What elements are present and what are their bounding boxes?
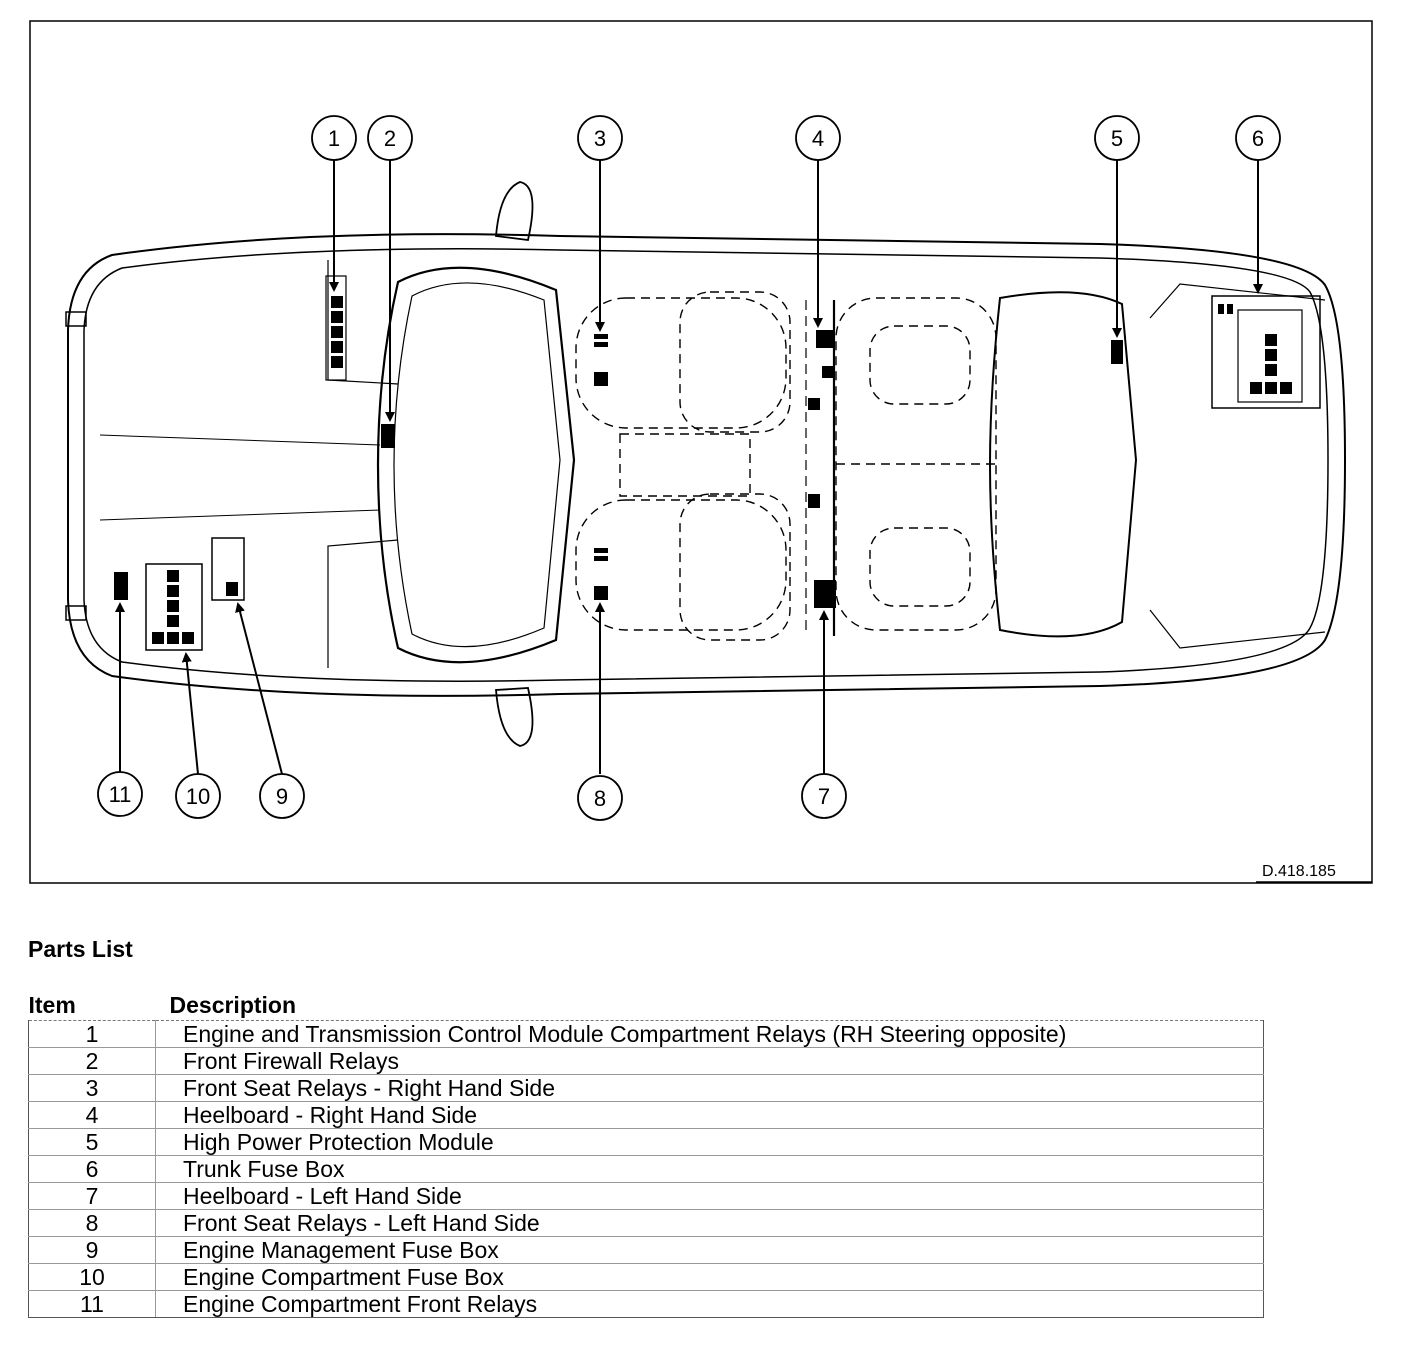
callout-4-circle: [795, 115, 841, 161]
callout-1-circle: [311, 115, 357, 161]
item-number: 7: [28, 1182, 156, 1210]
relay-block-8: [594, 548, 608, 553]
diagram-frame: [29, 20, 1373, 884]
relay-block-4: [816, 330, 834, 348]
protection-module-5: [1111, 340, 1123, 364]
item-column-header: Item: [28, 992, 76, 1018]
trunk-fuse-box-6: [1211, 295, 1321, 409]
callout-11-number: 11: [109, 782, 132, 807]
car-body: [65, 181, 1347, 747]
callout-9-circle: [259, 773, 305, 819]
item-number: 8: [28, 1209, 156, 1237]
callout-3-circle: [577, 115, 623, 161]
engine-mgmt-fuse-box-9: [211, 537, 245, 601]
callout-4-number: 4: [812, 126, 824, 151]
callout-8-circle: [577, 775, 623, 821]
item-number: 5: [28, 1128, 156, 1156]
item-number: 6: [28, 1155, 156, 1183]
item-description: Heelboard - Left Hand Side: [155, 1182, 1264, 1210]
item-description: Front Seat Relays - Right Hand Side: [155, 1074, 1264, 1102]
item-description: Trunk Fuse Box: [155, 1155, 1264, 1183]
relay-block-11: [114, 572, 128, 600]
item-description: Heelboard - Right Hand Side: [155, 1101, 1264, 1129]
callout-11-circle: [97, 771, 143, 817]
callout-2-circle: [367, 115, 413, 161]
seats: [575, 291, 997, 641]
relay-block-1: [325, 275, 347, 381]
engine-fuse-box-10: [145, 563, 203, 651]
relay-block-3: [594, 334, 608, 339]
item-description: Front Seat Relays - Left Hand Side: [155, 1209, 1264, 1237]
callout-5-circle: [1094, 115, 1140, 161]
item-number: 11: [28, 1290, 156, 1318]
callout-2-number: 2: [384, 126, 396, 151]
parts-table-header: Item Description: [29, 990, 1264, 1021]
callout-numbers: 1 2 3 4 5 6 7 8 9 10 11: [109, 126, 1265, 811]
item-description: Engine Compartment Front Relays: [155, 1290, 1264, 1318]
item-number: 4: [28, 1101, 156, 1129]
item-number: 2: [28, 1047, 156, 1075]
vehicle-component-location-diagram: D.418.185: [29, 20, 1373, 884]
item-number: 3: [28, 1074, 156, 1102]
item-description: Engine Management Fuse Box: [155, 1236, 1264, 1264]
item-description: High Power Protection Module: [155, 1128, 1264, 1156]
item-number: 10: [28, 1263, 156, 1291]
callout-9-number: 9: [276, 784, 288, 809]
callout-6-circle: [1235, 115, 1281, 161]
callout-6-number: 6: [1252, 126, 1264, 151]
callout-5-number: 5: [1111, 126, 1123, 151]
reference-code: D.418.185: [1262, 863, 1336, 880]
item-number: 1: [28, 1020, 156, 1048]
callout-7-number: 7: [818, 784, 830, 809]
item-description: Engine Compartment Fuse Box: [155, 1263, 1264, 1291]
item-description: Engine and Transmission Control Module C…: [155, 1020, 1264, 1048]
callout-10-circle: [175, 773, 221, 819]
callout-3-number: 3: [594, 126, 606, 151]
parts-list-title: Parts List: [28, 936, 133, 962]
description-column-header: Description: [169, 992, 297, 1018]
callout-1-number: 1: [328, 126, 340, 151]
callouts: [97, 115, 1281, 821]
callout-8-number: 8: [594, 786, 606, 811]
relay-block-7: [814, 580, 836, 608]
component-boxes: [114, 275, 1321, 651]
item-description: Front Firewall Relays: [155, 1047, 1264, 1075]
item-number: 9: [28, 1236, 156, 1264]
callout-7-circle: [801, 773, 847, 819]
callout-10-number: 10: [186, 784, 210, 809]
relay-block-2: [381, 424, 395, 448]
leader-lines: [115, 160, 1263, 775]
